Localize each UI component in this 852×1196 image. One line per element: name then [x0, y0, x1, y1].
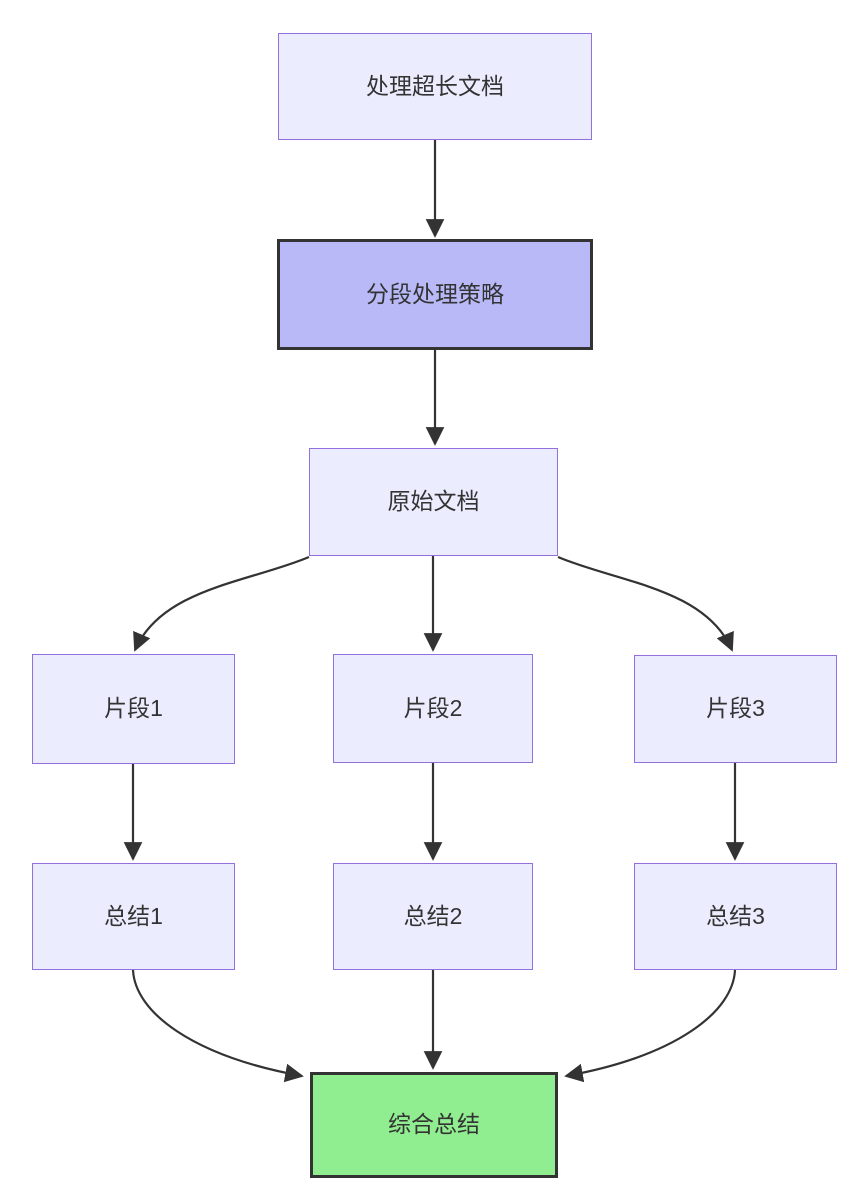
node-fragment-2: 片段2 [333, 654, 533, 763]
node-combined-summary: 综合总结 [310, 1072, 558, 1178]
edge-S3-F [564, 969, 737, 1083]
node-label: 片段2 [403, 694, 463, 721]
node-segmented-processing-strategy: 分段处理策略 [277, 239, 593, 350]
node-label: 总结1 [104, 902, 163, 929]
node-label: 综合总结 [388, 1111, 480, 1138]
edge-C-D3 [557, 555, 734, 652]
node-label: 片段3 [706, 695, 765, 722]
node-label: 分段处理策略 [366, 280, 504, 307]
node-label: 总结2 [403, 902, 463, 929]
node-label: 处理超长文档 [366, 72, 504, 99]
edge-S1-F [131, 969, 304, 1083]
node-label: 片段1 [104, 695, 163, 722]
node-summary-2: 总结2 [333, 863, 533, 970]
node-summary-1: 总结1 [32, 863, 235, 970]
node-handle-long-document: 处理超长文档 [278, 33, 592, 140]
node-fragment-3: 片段3 [634, 655, 837, 763]
node-fragment-1: 片段1 [32, 654, 235, 764]
node-label: 原始文档 [387, 488, 480, 515]
edge-C-D1 [133, 555, 310, 652]
node-label: 总结3 [706, 902, 765, 929]
node-summary-3: 总结3 [634, 863, 837, 970]
node-original-document: 原始文档 [309, 448, 558, 556]
